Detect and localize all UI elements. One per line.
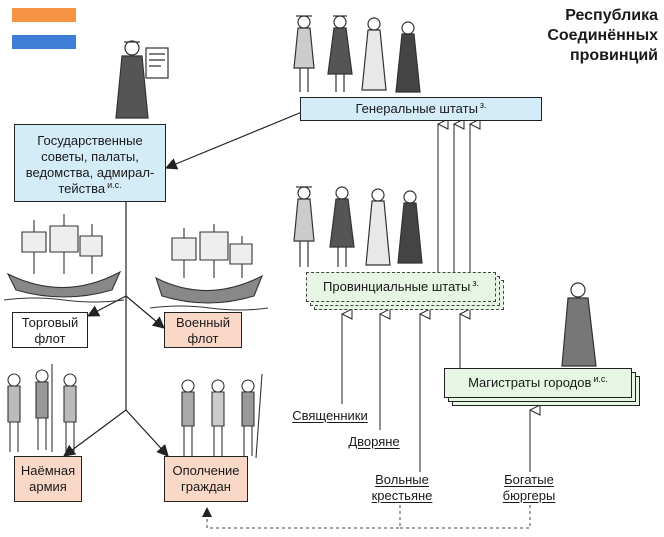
state-councils-box: Государственные советы, палаты, ведомств… [14,124,166,202]
dutch-flag [12,8,76,49]
title-line-2: Соединённых [547,27,658,44]
nobles-label: Дворяне [336,434,412,450]
navy-box: Военный флот [164,312,242,348]
magistrate-figure [561,282,597,367]
city-magistrates-label: Магистраты городов [468,375,592,390]
citizen-militia-drawing [181,373,263,458]
general-states-label: Генеральные штаты [355,101,478,116]
rich-burghers-label: Богатые бюргеры [494,472,564,504]
flag-stripe-blue [12,35,76,49]
provincial-states-label: Провинциальные штаты [323,279,471,294]
merchant-ship-drawing [4,214,124,303]
mercenary-army-label: Наёмная армия [20,463,76,494]
flag-stripe-orange [12,8,76,22]
official-figure [115,40,169,119]
mercenary-army-box: Наёмная армия [14,456,82,502]
city-magistrates-sup: и.с. [593,373,608,384]
state-councils-sup: и.с. [107,179,122,190]
page-title: Республика Соединённых провинций [488,6,658,66]
warship-drawing [150,224,268,311]
free-peasants-label: Вольные крестьяне [366,472,438,504]
provincial-states-sup: з. [472,277,479,288]
title-line-3: провинций [569,47,658,64]
flag-stripe-white [12,21,76,36]
general-states-figures [293,15,421,93]
provincial-states-figures [293,186,423,267]
militia-box: Ополчение граждан [164,456,248,502]
navy-label: Военный флот [175,315,231,346]
clergy-label: Священники [284,408,376,424]
merchant-fleet-label: Торговый флот [21,315,79,346]
general-states-sup: з. [479,99,487,110]
militia-label: Ополчение граждан [172,463,240,494]
title-line-1: Республика [565,7,658,24]
state-councils-label: Государственные советы, палаты, ведомств… [25,133,155,196]
merchant-fleet-box: Торговый флот [12,312,88,348]
mercenary-soldiers-drawing [7,364,77,452]
